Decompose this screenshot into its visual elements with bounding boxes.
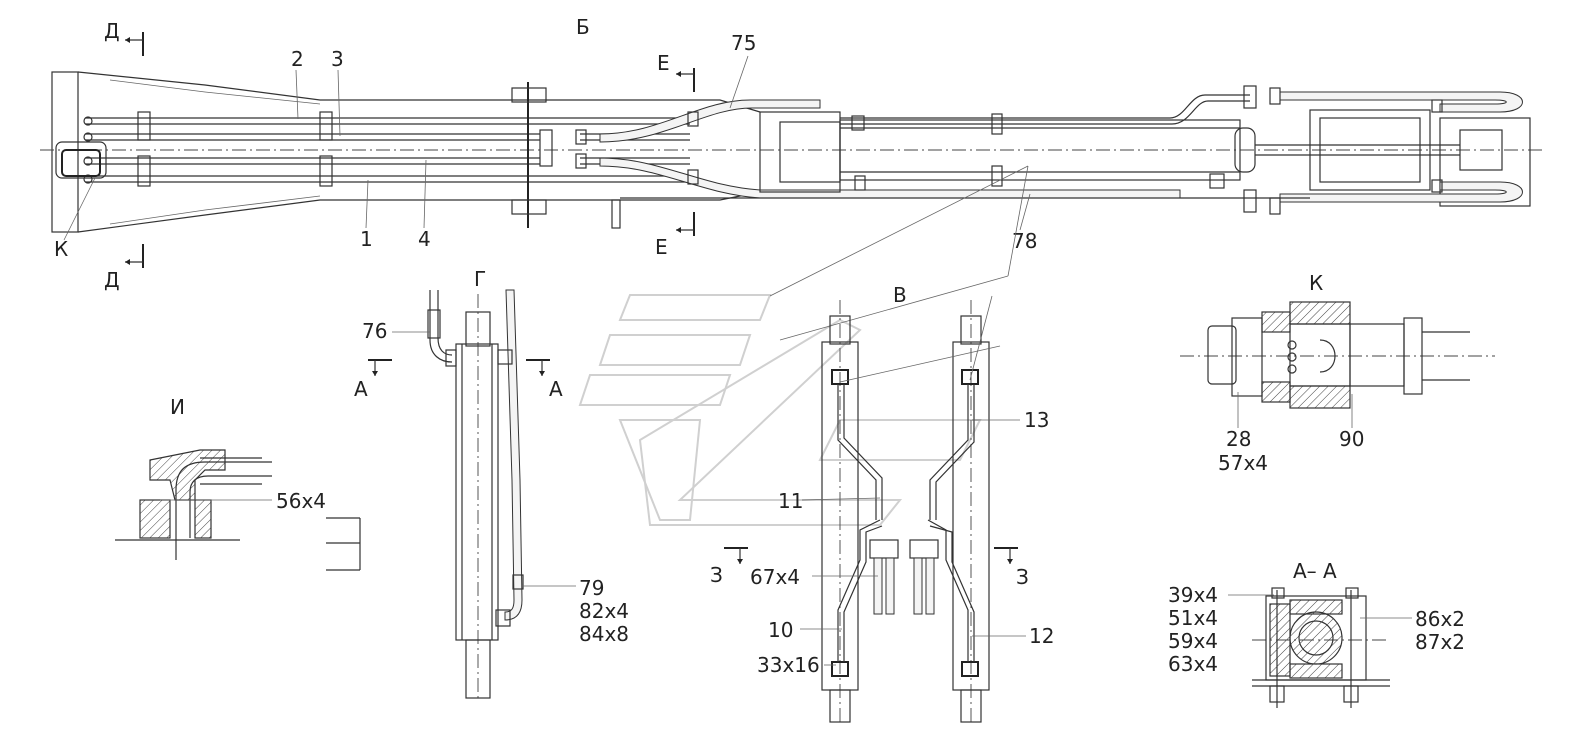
callout-79: 79 (579, 576, 604, 600)
callout-59x4: 59x4 (1168, 629, 1218, 653)
section-mark-e-bottom: Е (655, 235, 668, 259)
callout-3: 3 (331, 47, 344, 71)
view-g-cylinder: Г А А 76 79 82x4 84x8 (354, 267, 629, 700)
section-mark-d-bottom: Д (104, 268, 120, 292)
callout-1: 1 (360, 227, 373, 251)
callout-12: 12 (1029, 624, 1054, 648)
view-b-frame-assembly (40, 71, 1545, 233)
view-k-label: К (1309, 271, 1323, 295)
callout-78: 78 (1012, 229, 1037, 253)
callout-56x4: 56x4 (276, 489, 326, 513)
view-v-label: В (893, 283, 907, 307)
callout-87x2: 87x2 (1415, 630, 1465, 654)
callout-13: 13 (1024, 408, 1049, 432)
view-k-leader (63, 177, 96, 241)
view-v-leaders (769, 165, 1029, 341)
callout-57x4: 57x4 (1218, 451, 1268, 475)
section-mark-z-left: З (710, 563, 723, 587)
section-a-a-clamp: А– А 39x4 51x4 59x4 63x4 86x2 87x2 (1168, 559, 1465, 708)
callout-33x16: 33x16 (757, 653, 820, 677)
view-i-label: И (170, 395, 185, 419)
callout-86x2: 86x2 (1415, 607, 1465, 631)
callout-75: 75 (731, 31, 756, 55)
section-mark-e-top: Е (657, 51, 670, 75)
section-mark-e: Е Е (655, 51, 695, 259)
section-a-a-label: А– А (1293, 559, 1337, 583)
callout-2: 2 (291, 47, 304, 71)
callout-76: 76 (362, 319, 387, 343)
callout-90: 90 (1339, 427, 1364, 451)
view-v-cylinders: В (710, 283, 1054, 724)
section-mark-z-right: З (1016, 565, 1029, 589)
callout-63x4: 63x4 (1168, 652, 1218, 676)
watermark-logo (578, 294, 982, 526)
view-b-label: Б (576, 15, 590, 39)
callout-51x4: 51x4 (1168, 606, 1218, 630)
section-mark-a-right: А (549, 377, 563, 401)
callout-67x4: 67x4 (750, 565, 800, 589)
callout-82x4: 82x4 (579, 599, 629, 623)
callout-84x8: 84x8 (579, 622, 629, 646)
callout-10: 10 (768, 618, 793, 642)
section-mark-d-top: Д (104, 19, 120, 43)
section-mark-a-left: А (354, 377, 368, 401)
callout-39x4: 39x4 (1168, 583, 1218, 607)
view-g-label: Г (474, 267, 486, 291)
section-mark-d: Д Д (104, 19, 144, 292)
view-k-fitting-section: К 28 57x4 90 (1180, 271, 1495, 475)
callout-11: 11 (778, 489, 803, 513)
callout-28: 28 (1226, 427, 1251, 451)
callout-4: 4 (418, 227, 431, 251)
callouts-view-b: 2 3 1 4 75 78 (291, 31, 1037, 253)
view-k-marker: К (54, 237, 68, 261)
view-i-elbow-section: И 56x4 (115, 395, 361, 571)
